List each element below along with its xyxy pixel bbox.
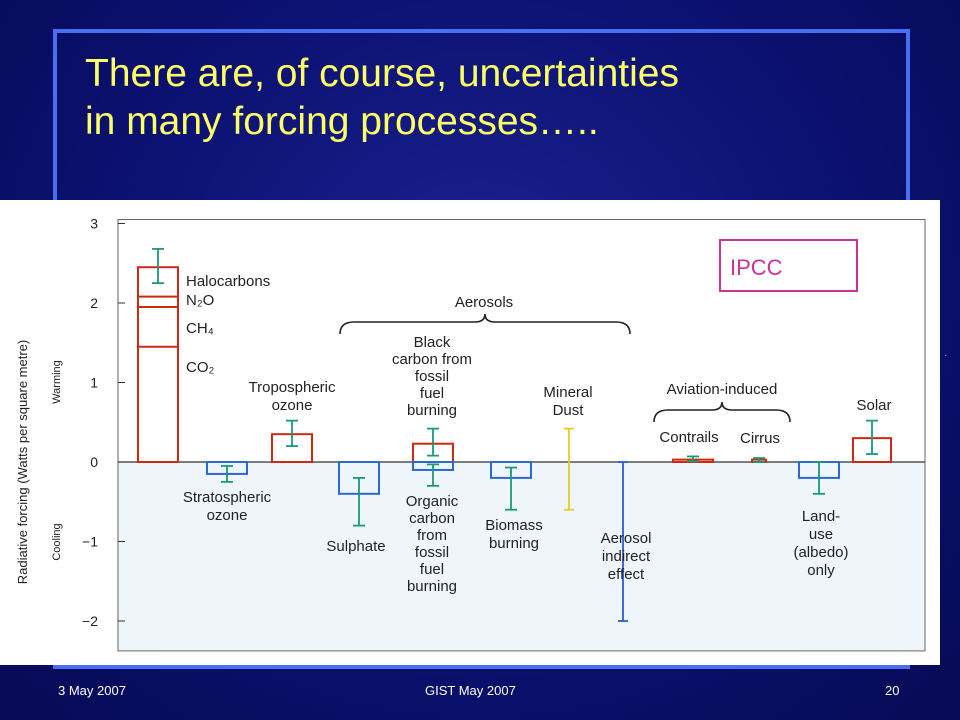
y-tick-label: −2 — [82, 613, 98, 629]
land-use-label: only — [807, 562, 835, 579]
biomass-label: Biomass — [485, 517, 543, 534]
trop-ozone-label: Tropospheric — [249, 379, 336, 396]
land-use-label: Land- — [802, 508, 840, 525]
forcing-chart: 3 2 1 0 −1 −2 Radiative forcing (Watts per squ… — [15, 216, 926, 652]
title-line-1: There are, of course, uncertainties — [85, 52, 679, 95]
slide-title: There are, of course, uncertainties in m… — [85, 50, 885, 146]
organic-carbon-label: carbon — [409, 510, 455, 527]
ipcc-badge-text: IPCC — [730, 255, 783, 280]
black-carbon-label: burning — [407, 402, 457, 419]
cirrus-label: Cirrus — [740, 430, 780, 447]
land-use-label: (albedo) — [793, 544, 848, 561]
black-carbon-label: fossil — [415, 368, 449, 385]
y-tick-label: −1 — [82, 534, 98, 550]
y-tick-label: 1 — [90, 375, 98, 391]
chart-panel: 3 2 1 0 −1 −2 Radiative forcing (Watts per squ… — [0, 200, 940, 665]
cooling-region — [118, 462, 925, 651]
organic-carbon-label: fossil — [415, 544, 449, 561]
y-tick-label: 3 — [90, 216, 98, 232]
black-carbon-label: fuel — [420, 385, 444, 402]
mineral-dust-label: Dust — [553, 402, 585, 419]
land-use-label: use — [809, 526, 833, 543]
footer-event: GIST May 2007 — [425, 683, 516, 698]
title-line-2: in many forcing processes….. — [85, 100, 599, 143]
ghg-segment-label: N₂O — [186, 292, 214, 309]
ipcc-badge-box — [719, 239, 858, 292]
contrails-label: Contrails — [659, 429, 718, 446]
ghg-segment-label: Halocarbons — [186, 273, 270, 290]
solar-label: Solar — [856, 397, 891, 414]
black-carbon-label: carbon from — [392, 351, 472, 368]
aerosols-group-label: Aerosols — [455, 294, 513, 311]
sulphate-label: Sulphate — [326, 538, 385, 555]
y-tick-label: 2 — [90, 295, 98, 311]
y-tick-label: 0 — [90, 454, 98, 470]
footer-page-number: 20 — [885, 683, 900, 698]
y-axis-warming-label: Warming — [51, 360, 63, 404]
organic-carbon-label: burning — [407, 578, 457, 595]
ghg-segment-label: CH₄ — [186, 320, 214, 337]
organic-carbon-label: from — [417, 527, 447, 544]
aerosol-indirect-label: Aerosol — [601, 530, 652, 547]
trop-ozone-label: ozone — [272, 397, 313, 414]
strat-ozone-label: ozone — [207, 507, 248, 524]
organic-carbon-label: Organic — [406, 493, 459, 510]
ghg-segment-label: CO₂ — [186, 359, 215, 376]
aerosol-indirect-label: effect — [608, 566, 645, 583]
y-axis-cooling-label: Cooling — [51, 523, 63, 560]
organic-carbon-label: fuel — [420, 561, 444, 578]
black-carbon-label: Black — [414, 334, 451, 351]
mineral-dust-label: Mineral — [543, 384, 592, 401]
y-axis-label: Radiative forcing (Watts per square metr… — [15, 340, 30, 584]
aviation-group-label: Aviation-induced — [667, 381, 778, 398]
strat-ozone-label: Stratospheric — [183, 489, 272, 506]
aerosol-indirect-label: indirect — [602, 548, 651, 565]
plot-frame — [117, 219, 926, 652]
stray-dot: · — [944, 350, 948, 361]
footer-date: 3 May 2007 — [58, 683, 126, 698]
aerosols-brace — [339, 313, 631, 335]
aviation-brace — [653, 401, 791, 423]
biomass-label: burning — [489, 535, 539, 552]
